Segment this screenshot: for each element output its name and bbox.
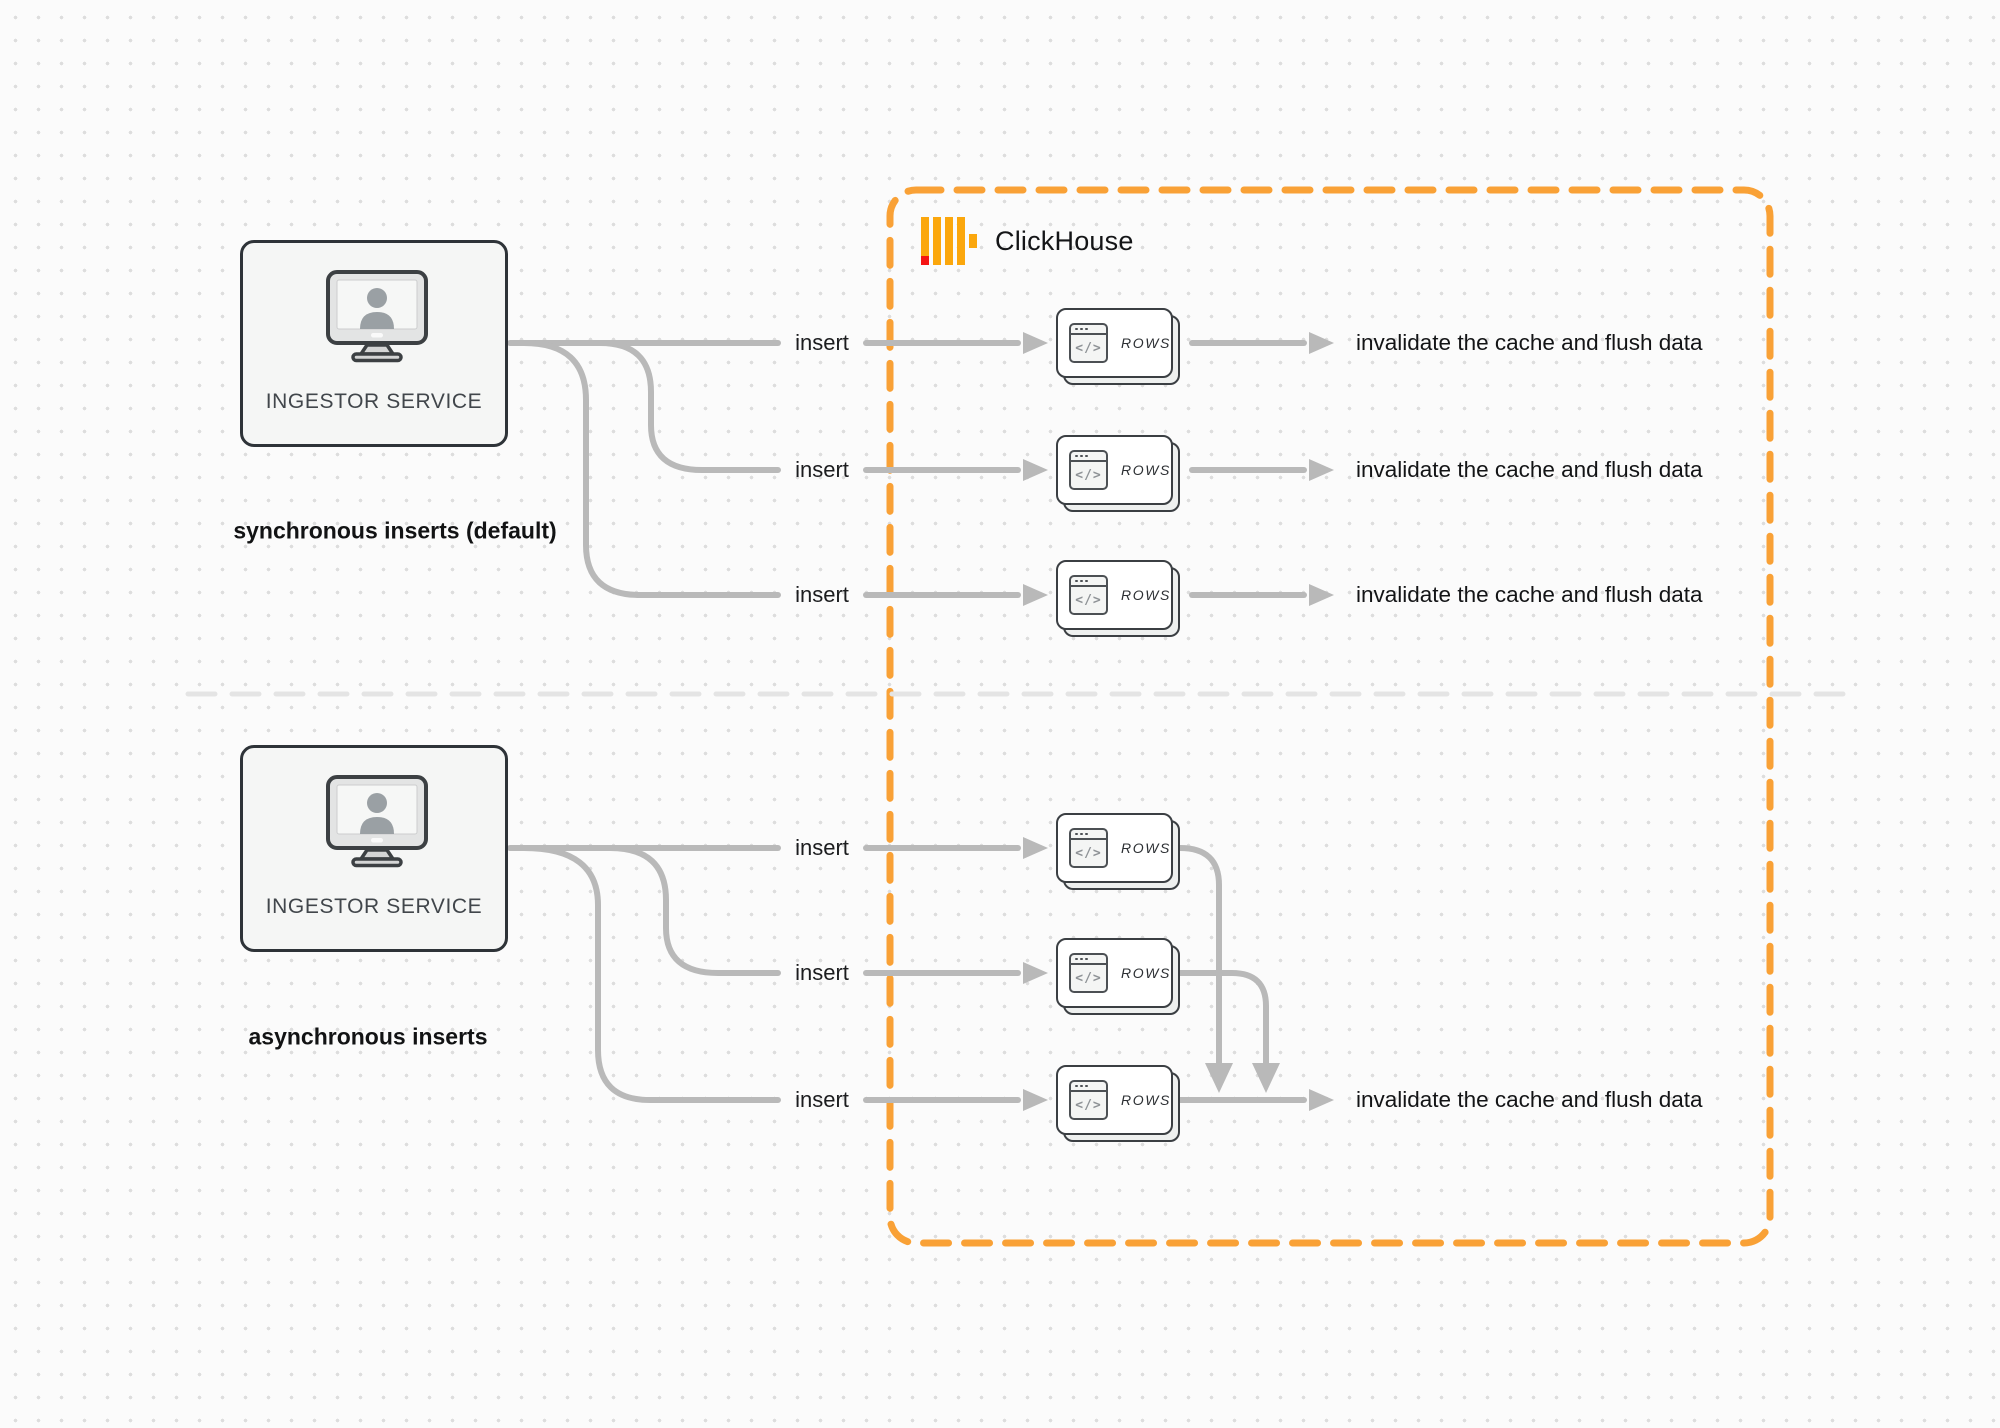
- arrow-right-icon: [1023, 332, 1048, 354]
- window-dots-icon: [1071, 577, 1107, 587]
- insert-label: insert: [795, 457, 849, 482]
- window-dots-icon: [1071, 955, 1107, 965]
- code-window-icon: </>: [1069, 323, 1109, 363]
- connector: [1177, 845, 1222, 1066]
- insert-label: insert: [795, 960, 849, 985]
- clickhouse-logo-bar: [921, 217, 929, 265]
- code-window-icon: </>: [1069, 450, 1109, 490]
- code-glyph: </>: [1075, 845, 1102, 861]
- rows-label: ROWS: [1121, 587, 1171, 603]
- result-label: invalidate the cache and flush data: [1356, 1087, 1703, 1112]
- rows-table-card-face: </> ROWS: [1056, 1065, 1173, 1135]
- window-dots-icon: [1071, 325, 1107, 335]
- code-window-icon: </>: [1069, 953, 1109, 993]
- code-window-icon: </>: [1069, 575, 1109, 615]
- code-window-icon: </>: [1069, 828, 1109, 868]
- rows-table-card-face: </> ROWS: [1056, 435, 1173, 505]
- connector: [607, 845, 781, 976]
- arrow-right-icon: [1023, 962, 1048, 984]
- window-dots-icon: [1071, 830, 1107, 840]
- insert-label: insert: [795, 1087, 849, 1112]
- rows-table-card: </> ROWS: [1056, 435, 1180, 512]
- clickhouse-boundary: [886, 186, 1774, 1247]
- ingestor-service-box-async: INGESTOR SERVICE: [240, 745, 508, 952]
- clickhouse-logo-bar: [933, 217, 941, 265]
- rows-label: ROWS: [1121, 335, 1171, 351]
- async-caption: asynchronous inserts: [248, 1023, 488, 1050]
- clickhouse-label: ClickHouse: [995, 225, 1134, 256]
- connector: [521, 340, 781, 598]
- rows-table-card-face: </> ROWS: [1056, 813, 1173, 883]
- arrow-right-icon: [1023, 584, 1048, 606]
- connector: [521, 845, 781, 1103]
- monitor-user-icon: [326, 270, 428, 363]
- insert-label: insert: [795, 835, 849, 860]
- insert-label: insert: [795, 582, 849, 607]
- arrow-down-icon: [1252, 1063, 1280, 1093]
- insert-label: insert: [795, 330, 849, 355]
- result-label: invalidate the cache and flush data: [1356, 582, 1703, 607]
- rows-table-card-face: </> ROWS: [1056, 560, 1173, 630]
- arrow-right-icon: [1023, 459, 1048, 481]
- arrow-right-icon: [1309, 332, 1334, 354]
- result-label: invalidate the cache and flush data: [1356, 330, 1703, 355]
- monitor-user-icon: [326, 775, 428, 868]
- rows-table-card-face: </> ROWS: [1056, 308, 1173, 378]
- code-glyph: </>: [1075, 592, 1102, 608]
- code-window-icon: </>: [1069, 1080, 1109, 1120]
- code-glyph: </>: [1075, 340, 1102, 356]
- arrow-right-icon: [1309, 459, 1334, 481]
- arrow-right-icon: [1023, 837, 1048, 859]
- rows-table-card: </> ROWS: [1056, 560, 1180, 637]
- rows-table-card: </> ROWS: [1056, 813, 1180, 890]
- rows-table-card: </> ROWS: [1056, 1065, 1180, 1142]
- clickhouse-logo-bar: [969, 234, 977, 248]
- window-dots-icon: [1071, 1082, 1107, 1092]
- code-glyph: </>: [1075, 1097, 1102, 1113]
- clickhouse-logo-icon: ClickHouse: [921, 217, 1134, 265]
- arrow-right-icon: [1023, 1089, 1048, 1111]
- service-label: INGESTOR SERVICE: [265, 895, 483, 918]
- ingestor-service-box-sync: INGESTOR SERVICE: [240, 240, 508, 447]
- code-glyph: </>: [1075, 970, 1102, 986]
- service-label: INGESTOR SERVICE: [265, 390, 483, 413]
- rows-table-card: </> ROWS: [1056, 938, 1180, 1015]
- clickhouse-logo-bar: [957, 217, 965, 265]
- connector: [597, 340, 781, 473]
- arrow-right-icon: [1309, 1089, 1334, 1111]
- code-glyph: </>: [1075, 467, 1102, 483]
- rows-table-card-face: </> ROWS: [1056, 938, 1173, 1008]
- arrow-down-icon: [1205, 1063, 1233, 1093]
- connector: [1177, 970, 1269, 1066]
- result-label: invalidate the cache and flush data: [1356, 457, 1703, 482]
- arrow-right-icon: [1309, 584, 1334, 606]
- clickhouse-logo-bar: [945, 217, 953, 265]
- rows-label: ROWS: [1121, 1092, 1171, 1108]
- window-dots-icon: [1071, 452, 1107, 462]
- sync-caption: synchronous inserts (default): [233, 517, 557, 544]
- rows-label: ROWS: [1121, 840, 1171, 856]
- rows-table-card: </> ROWS: [1056, 308, 1180, 385]
- rows-label: ROWS: [1121, 965, 1171, 981]
- rows-label: ROWS: [1121, 462, 1171, 478]
